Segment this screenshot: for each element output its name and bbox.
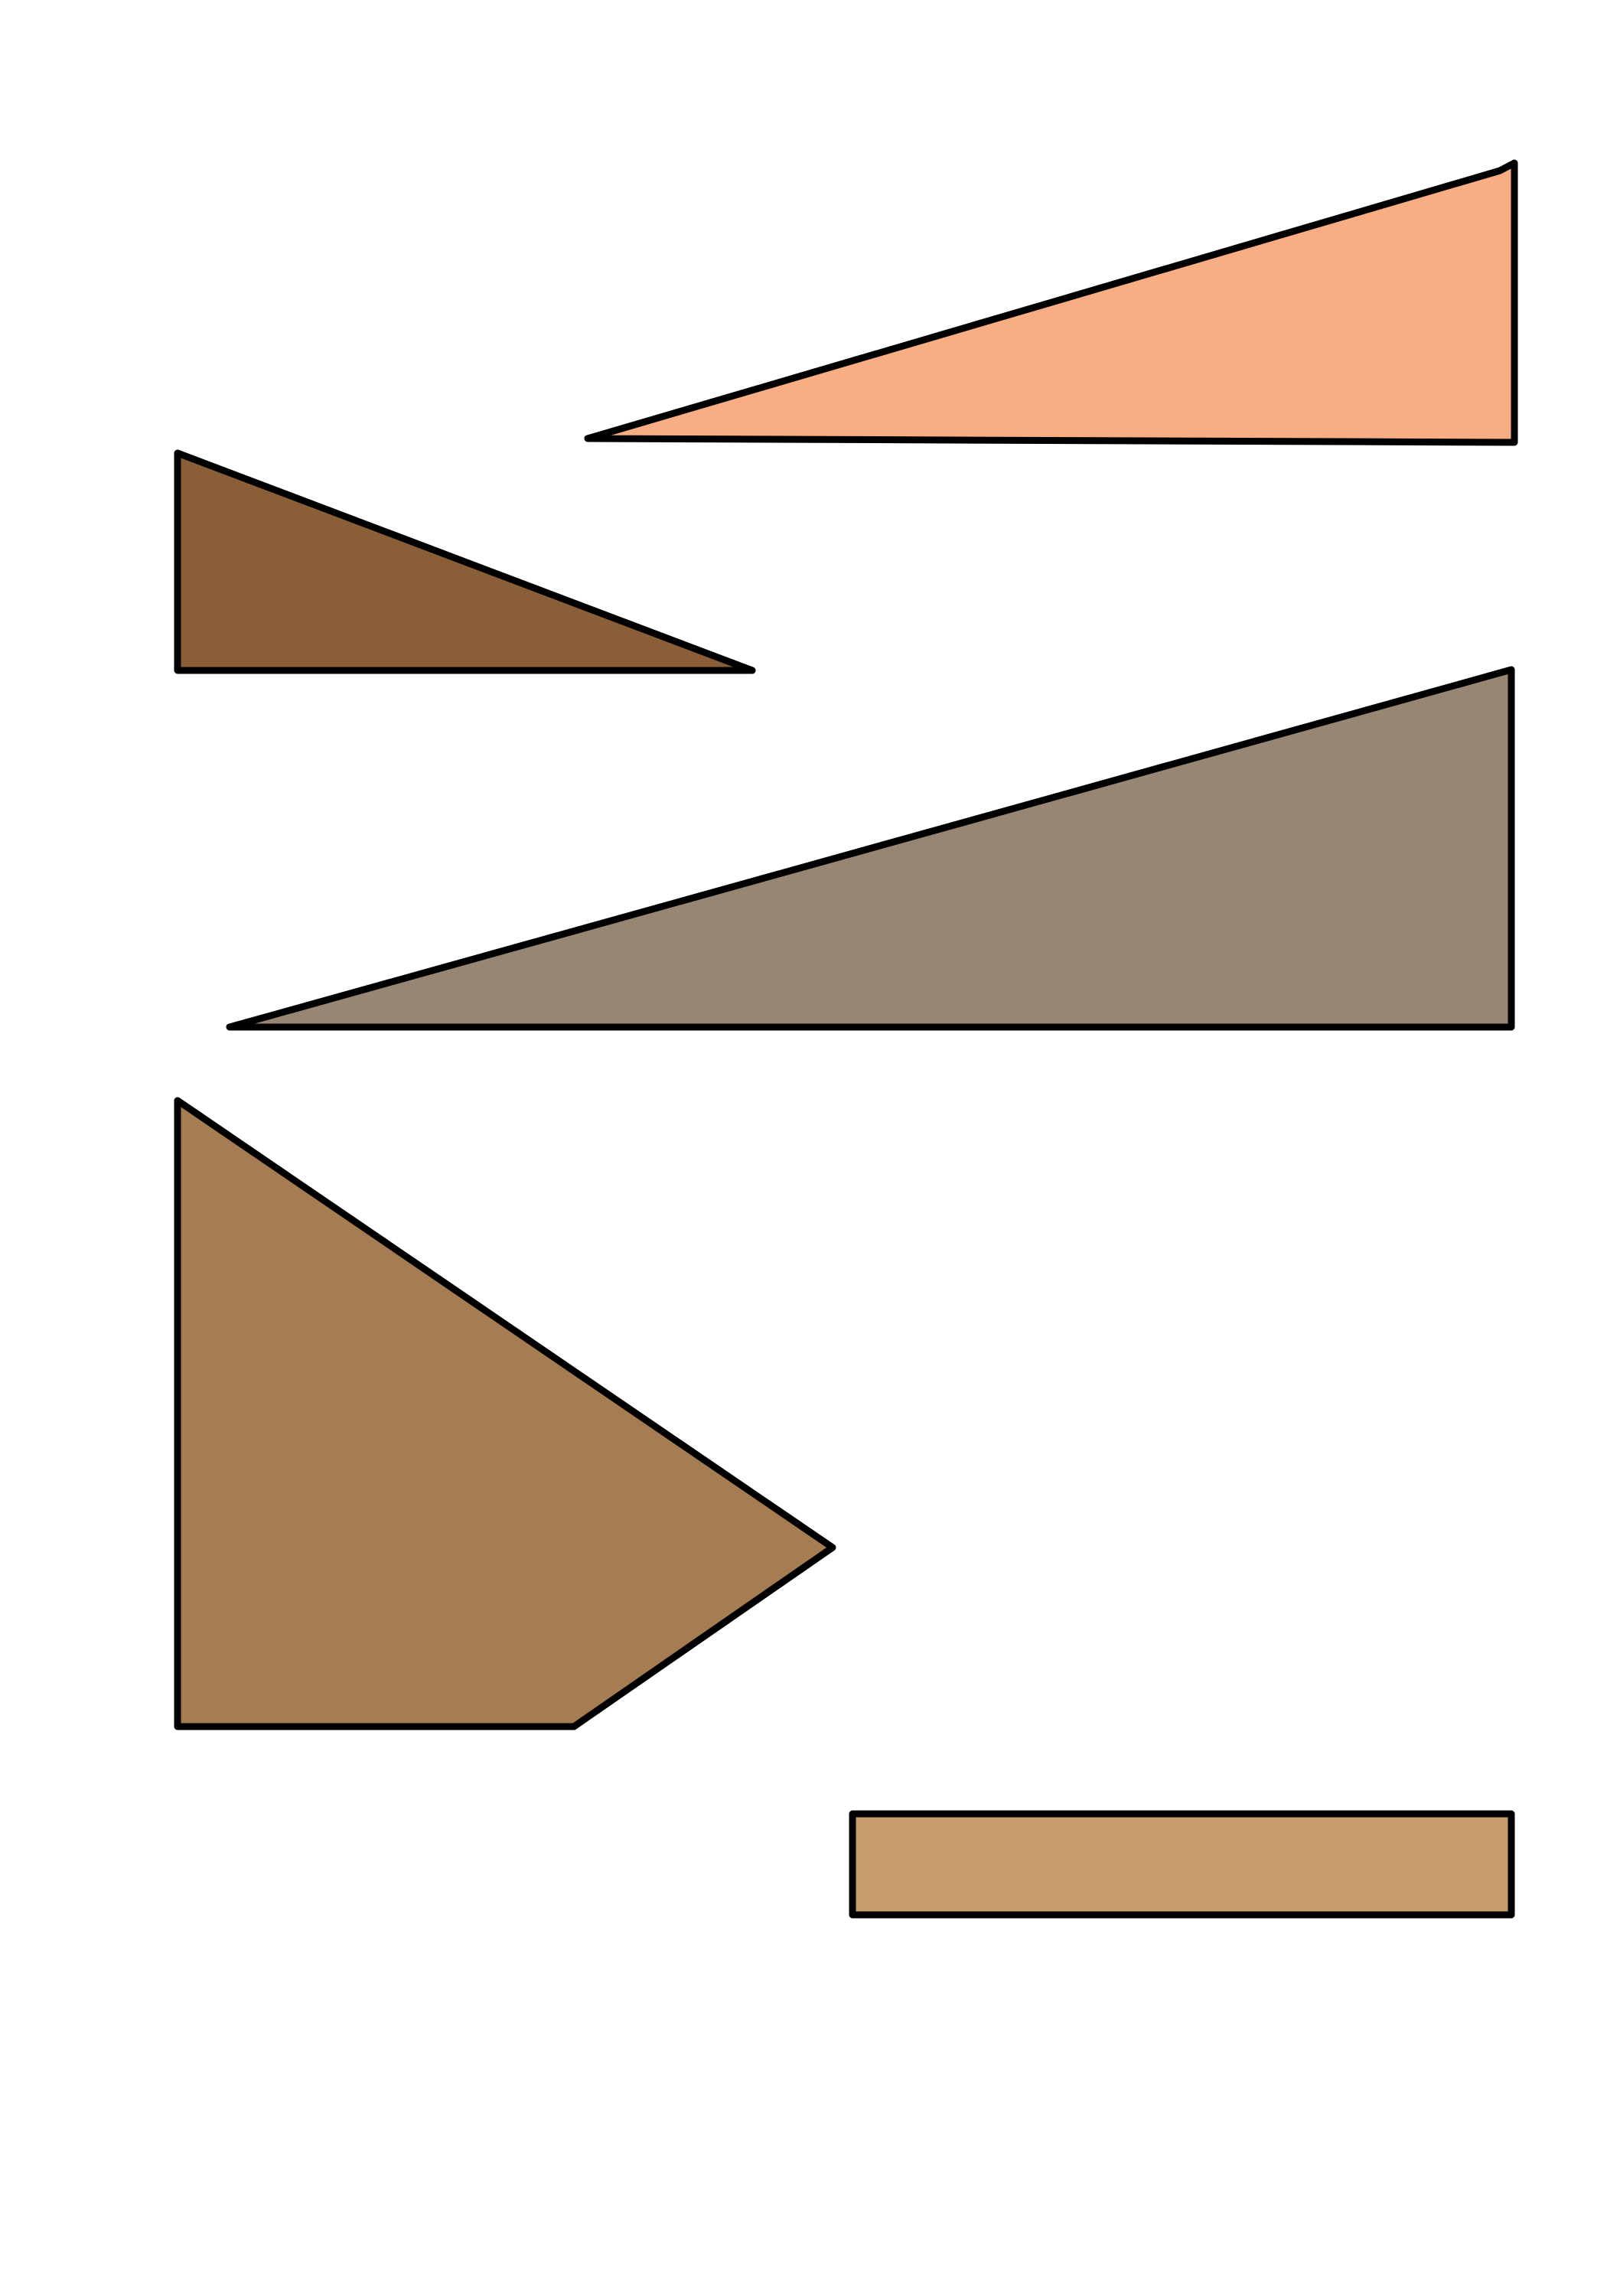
peach-right-triangle	[588, 163, 1514, 442]
taupe-right-triangle	[230, 670, 1511, 1027]
dark-brown-right-triangle	[178, 453, 752, 670]
tan-rectangle	[852, 1814, 1511, 1915]
brown-pentagon	[178, 1101, 833, 1727]
